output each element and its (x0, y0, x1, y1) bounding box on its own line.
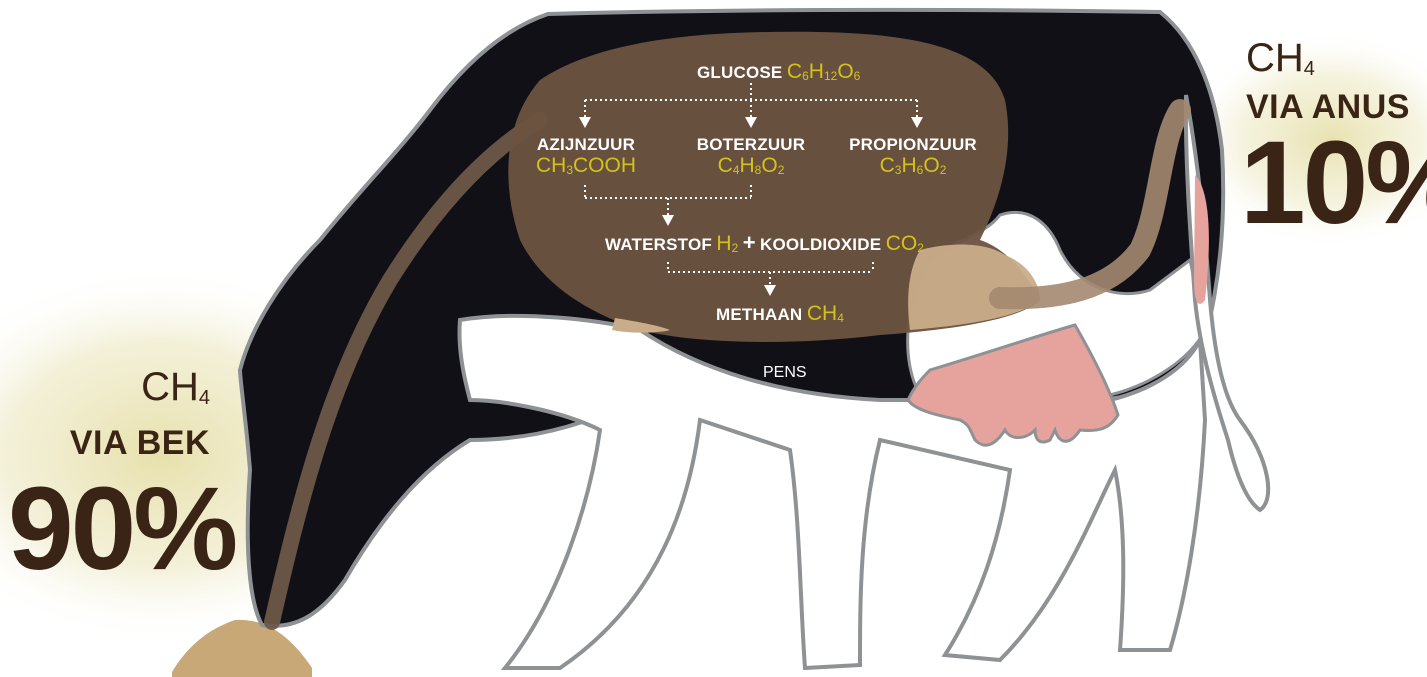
acetic-acid-formula: CH3COOH (527, 154, 645, 178)
anus-emission-block: CH4 (1246, 36, 1315, 81)
mouth-route-label: VIA BEK (70, 424, 210, 463)
propionic-acid-formula: C3H6O2 (835, 154, 991, 178)
pens-label: PENS (763, 364, 807, 382)
butyric-acid-formula: C4H8O2 (685, 154, 817, 178)
mouth-percent: 90% (8, 470, 235, 588)
anus-percent: 10% (1240, 124, 1427, 242)
plus-sign: + (743, 230, 756, 255)
anus-ch4-formula: CH4 (1246, 36, 1315, 81)
co2-formula: CO2 (886, 232, 924, 255)
propionic-acid-label: PROPIONZUUR C3H6O2 (835, 135, 991, 178)
hydrogen-co2-label: WATERSTOF H2 + KOOLDIOXIDE CO2 (605, 230, 924, 256)
hydrogen-formula: H2 (716, 232, 738, 255)
glucose-label: GLUCOSE C6H12O6 (697, 60, 860, 84)
mouth-ch4-formula: CH4 (141, 365, 210, 410)
butyric-acid-label: BOTERZUUR C4H8O2 (685, 135, 817, 178)
methane-label: METHAAN CH4 (716, 302, 844, 326)
glucose-formula: C6H12O6 (787, 60, 860, 83)
acetic-acid-label: AZIJNZUUR CH3COOH (527, 135, 645, 178)
mouth-emission-block: CH4 (141, 365, 210, 410)
methane-formula: CH4 (807, 302, 844, 325)
